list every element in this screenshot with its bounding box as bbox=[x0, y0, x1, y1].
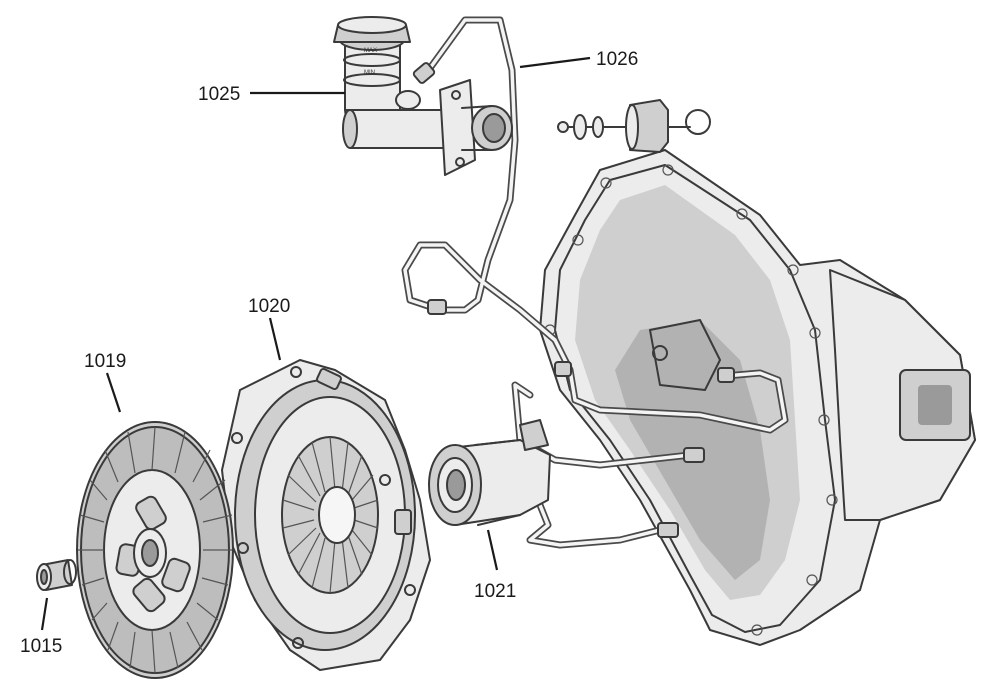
leader-1020 bbox=[268, 317, 282, 361]
clutch-disc bbox=[76, 421, 234, 679]
label-1026: 1026 bbox=[596, 49, 638, 70]
pressure-plate bbox=[221, 359, 431, 671]
bolt-holes bbox=[544, 164, 838, 636]
reservoir-min-mark: MIN bbox=[364, 70, 375, 76]
pilot-bush bbox=[36, 559, 77, 591]
reservoir-max-mark: MAX bbox=[364, 48, 377, 54]
label-1019: 1019 bbox=[84, 351, 126, 372]
label-1020: 1020 bbox=[248, 296, 290, 317]
part-labels: 1025 1026 1020 1019 1021 1015 bbox=[20, 49, 638, 657]
leader-lines bbox=[40, 56, 591, 631]
leader-1015 bbox=[40, 597, 49, 631]
leader-1026 bbox=[519, 56, 591, 69]
leader-1021 bbox=[486, 529, 499, 571]
diaphragm-spring bbox=[281, 436, 379, 594]
label-1015: 1015 bbox=[20, 636, 62, 657]
label-1025: 1025 bbox=[198, 84, 240, 105]
pivot-bolt-assembly bbox=[557, 99, 711, 153]
hydraulic-pipe bbox=[401, 16, 789, 434]
master-cylinder: MAX MIN bbox=[333, 16, 513, 176]
bellhousing bbox=[539, 149, 976, 646]
label-1021: 1021 bbox=[474, 581, 516, 602]
slave-cylinder bbox=[428, 419, 551, 526]
damper-springs bbox=[115, 495, 191, 613]
leader-1019 bbox=[105, 372, 122, 413]
